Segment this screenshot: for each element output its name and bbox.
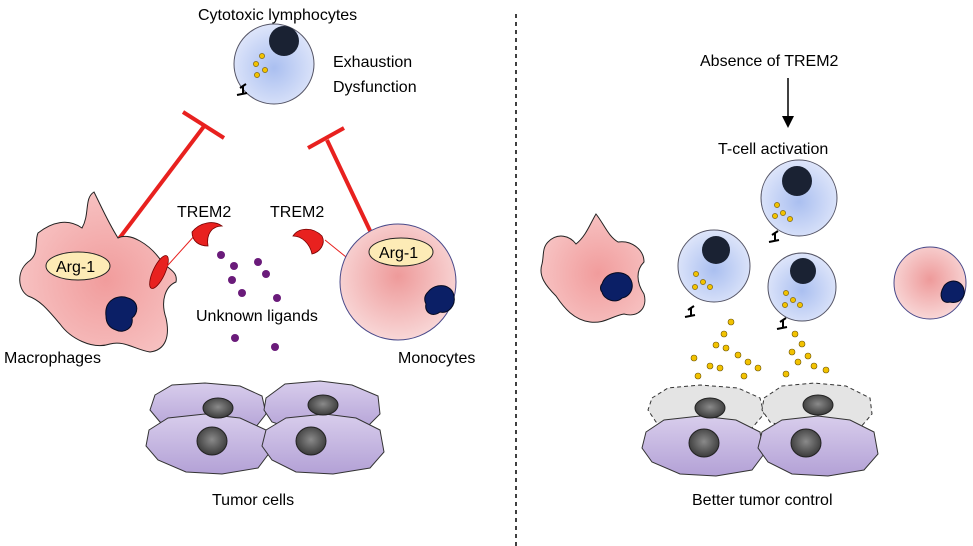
arg1-right-label: Arg-1 (379, 245, 418, 262)
macrophage-cell (19, 191, 177, 353)
absence-trem2-label: Absence of TREM2 (700, 53, 839, 70)
tumor-cells-left (145, 380, 385, 475)
dysfunction-label: Dysfunction (333, 79, 417, 96)
tcell-activation-label: T-cell activation (718, 141, 828, 158)
unknown-ligands-dots (217, 251, 281, 351)
down-arrow (782, 78, 794, 128)
monocyte-cell-right (893, 246, 967, 320)
activated-tcell-left (677, 229, 751, 318)
secreted-granules (690, 318, 830, 380)
activated-tcell-right (767, 252, 837, 330)
inhibition-arrow-right (307, 126, 375, 238)
exhaustion-label: Exhaustion (333, 54, 412, 71)
activated-tcell-top (760, 159, 838, 243)
trem2-right-label: TREM2 (270, 204, 324, 221)
tumor-cells-right (641, 382, 879, 477)
monocytes-label: Monocytes (398, 350, 475, 367)
cytotoxic-label: Cytotoxic lymphocytes (198, 7, 357, 24)
monocyte-cell (339, 223, 457, 341)
trem2-left-label: TREM2 (177, 204, 231, 221)
unknown-ligands-label: Unknown ligands (196, 308, 318, 325)
macrophages-label: Macrophages (4, 350, 101, 367)
arg1-left-label: Arg-1 (56, 259, 95, 276)
cytotoxic-lymphocyte (233, 23, 315, 105)
inhibition-arrow-left (110, 110, 226, 250)
better-control-label: Better tumor control (692, 492, 833, 509)
trem2-receptor-left (159, 222, 224, 275)
tumor-cells-label: Tumor cells (212, 492, 294, 509)
macrophage-cell-right (540, 213, 646, 323)
